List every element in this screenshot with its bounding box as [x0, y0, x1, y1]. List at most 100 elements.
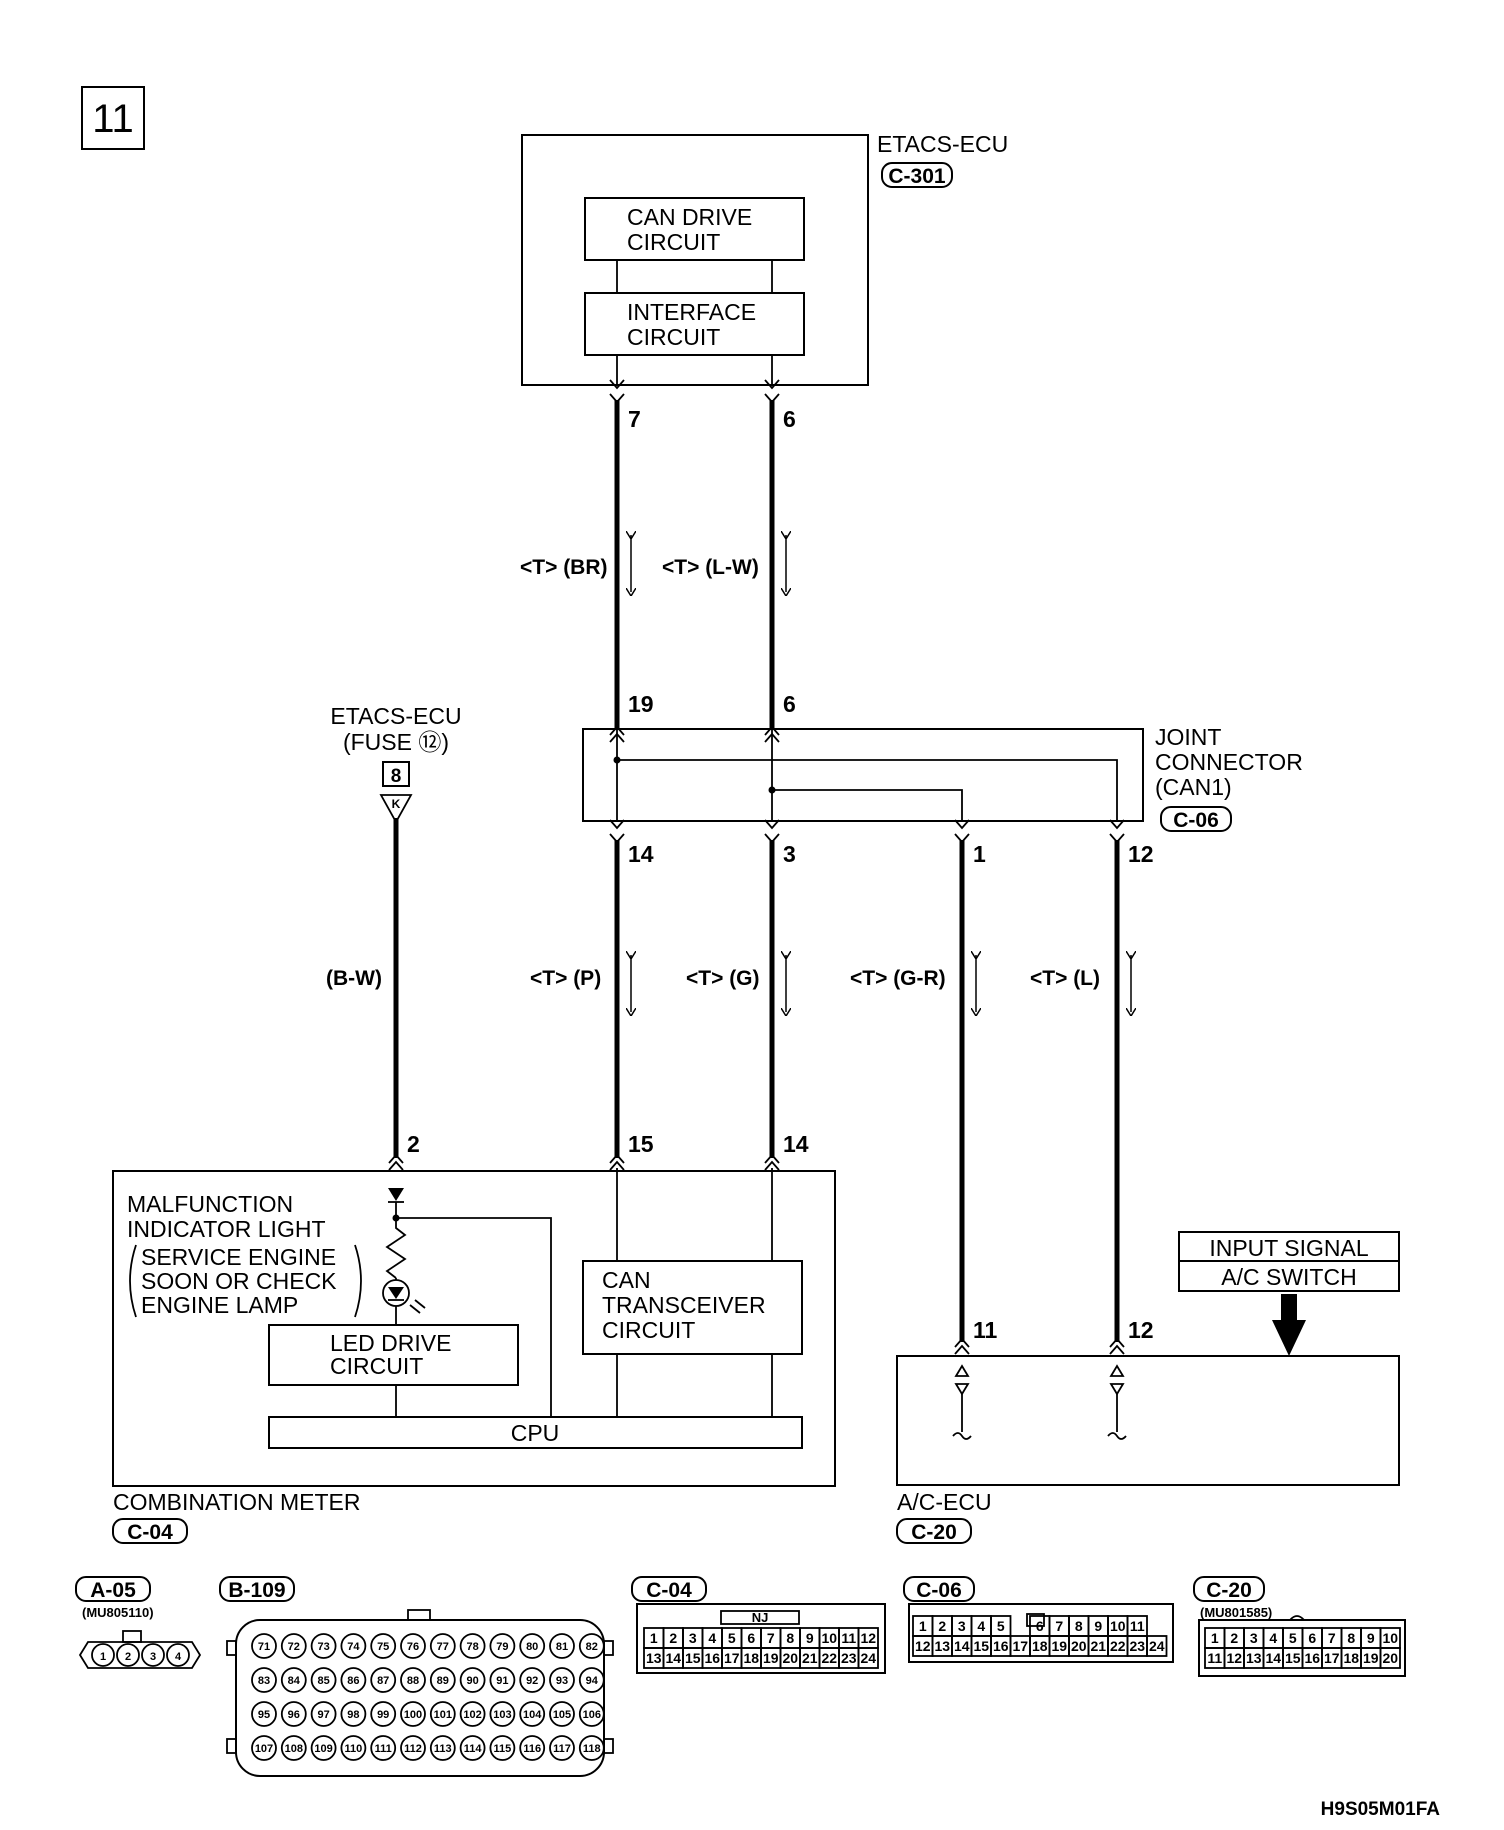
connector-pin: 9: [1367, 1630, 1375, 1646]
connector-pin: 5: [997, 1618, 1005, 1634]
connector-pin: 15: [685, 1650, 701, 1666]
connector-pin: 17: [1012, 1638, 1028, 1654]
wire-labels: <T> (BR) <T> (L-W) (B-W) <T> (P) <T> (G)…: [326, 556, 1100, 990]
connector-pin: 5: [728, 1630, 736, 1646]
connector-pin: 16: [1304, 1650, 1320, 1666]
connector-pin: 103: [493, 1709, 511, 1721]
connector-pin: 91: [496, 1675, 508, 1687]
connector-pin: 107: [255, 1743, 273, 1755]
pin-numbers: 7 6 19 6 14 3 1 12 2 15 14 11 12: [407, 406, 1154, 1343]
svg-text:LED DRIVE: LED DRIVE: [330, 1330, 451, 1356]
connector-pin: 116: [523, 1743, 541, 1755]
svg-text:<T> (L-W): <T> (L-W): [662, 556, 759, 579]
svg-text:TRANSCEIVER: TRANSCEIVER: [602, 1292, 766, 1318]
connector-pin: 100: [404, 1709, 422, 1721]
pin-12-jc: 12: [1128, 841, 1154, 867]
svg-text:C-06: C-06: [1173, 809, 1219, 832]
svg-text:COMBINATION METER: COMBINATION METER: [113, 1489, 360, 1515]
svg-text:MALFUNCTION: MALFUNCTION: [127, 1191, 293, 1217]
svg-text:(MU805110): (MU805110): [82, 1605, 154, 1620]
pin-6: 6: [783, 406, 796, 432]
connector-pin: 73: [317, 1641, 329, 1653]
svg-text:<T> (P): <T> (P): [530, 967, 601, 990]
connector-pin: 1: [100, 1651, 106, 1663]
connector-pin: 93: [556, 1675, 568, 1687]
svg-text:B-109: B-109: [228, 1579, 285, 1602]
svg-text:<T> (G-R): <T> (G-R): [850, 967, 946, 990]
connector-pin: 2: [1230, 1630, 1238, 1646]
connector-pin: 74: [347, 1641, 360, 1653]
svg-text:JOINT: JOINT: [1155, 724, 1221, 750]
connector-pin: 99: [377, 1709, 389, 1721]
connector-pin: 21: [802, 1650, 818, 1666]
connector-pin: 16: [993, 1638, 1009, 1654]
connector-pin: 76: [407, 1641, 419, 1653]
svg-text:(CAN1): (CAN1): [1155, 774, 1232, 800]
svg-text:K: K: [392, 797, 401, 811]
svg-text:A/C-ECU: A/C-ECU: [897, 1489, 992, 1515]
connector-pin: 79: [496, 1641, 508, 1653]
connector-pin: 106: [583, 1709, 601, 1721]
connector-pin: 15: [1285, 1650, 1301, 1666]
connector-pin: 19: [1363, 1650, 1379, 1666]
connector-pin: 14: [954, 1638, 970, 1654]
connector-pin: 18: [743, 1650, 759, 1666]
connector-pin: 19: [763, 1650, 779, 1666]
pin-14-jc: 14: [628, 841, 654, 867]
connector-pin: 2: [125, 1651, 131, 1663]
connector-pin: 78: [466, 1641, 478, 1653]
connector-pin: 92: [526, 1675, 538, 1687]
connector-pin: 96: [288, 1709, 300, 1721]
etacs-ecu-top: ETACS-ECU C-301 CAN DRIVE CIRCUIT INTERF…: [521, 131, 1008, 386]
svg-text:11: 11: [92, 97, 134, 141]
connector-pin: 88: [407, 1675, 419, 1687]
pin-19: 19: [628, 691, 654, 717]
connector-pin: 24: [860, 1650, 876, 1666]
connector-pin: 4: [1269, 1630, 1277, 1646]
connector-pin: 10: [1110, 1618, 1126, 1634]
svg-text:NJ: NJ: [752, 1610, 769, 1625]
ac-ecu: A/C-ECU C-20 INPUT SIGNAL A/C SWITCH: [896, 1231, 1400, 1544]
combination-meter: COMBINATION METER C-04 MALFUNCTION INDIC…: [112, 1168, 836, 1544]
connector-pin: 112: [404, 1743, 422, 1755]
svg-text:CPU: CPU: [511, 1420, 560, 1446]
connector-pin: 6: [1308, 1630, 1316, 1646]
pin-12-ac: 12: [1128, 1317, 1154, 1343]
svg-text:CAN: CAN: [602, 1267, 651, 1293]
connector-pin: 72: [288, 1641, 300, 1653]
connector-pin: 104: [523, 1709, 542, 1721]
pin-2: 2: [407, 1131, 420, 1157]
connector-pin: 111: [375, 1743, 392, 1755]
pin-3: 3: [783, 841, 796, 867]
connector-pin: 13: [1246, 1650, 1262, 1666]
connector-pin: 1: [1211, 1630, 1219, 1646]
connector-pin: 3: [958, 1618, 966, 1634]
connector-pin: 14: [1265, 1650, 1281, 1666]
connector-pin: 4: [708, 1630, 716, 1646]
connector-pin: 20: [782, 1650, 798, 1666]
connector-pin: 10: [821, 1630, 837, 1646]
connector-pin: 15: [973, 1638, 989, 1654]
connector-pin: 84: [288, 1675, 301, 1687]
connector-pin: 22: [821, 1650, 837, 1666]
connector-pin: 22: [1110, 1638, 1126, 1654]
svg-text:CIRCUIT: CIRCUIT: [330, 1353, 423, 1379]
svg-text:CIRCUIT: CIRCUIT: [627, 324, 720, 350]
connector-pin: 8: [1075, 1618, 1083, 1634]
connector-pin: 83: [258, 1675, 270, 1687]
connector-pin: 24: [1149, 1638, 1165, 1654]
page-number-box: 11: [81, 86, 145, 150]
svg-text:ETACS-ECU: ETACS-ECU: [877, 131, 1008, 157]
connector-pin: 87: [377, 1675, 389, 1687]
connector-pin: 97: [317, 1709, 329, 1721]
connector-pin: 105: [553, 1709, 571, 1721]
pin-15: 15: [628, 1131, 654, 1157]
connector-pin: 11: [1207, 1650, 1222, 1666]
interface-block: [584, 292, 805, 356]
connector-pin: 23: [1129, 1638, 1145, 1654]
connector-pin: 6: [747, 1630, 755, 1646]
svg-text:(FUSE ⑫): (FUSE ⑫): [343, 729, 449, 755]
